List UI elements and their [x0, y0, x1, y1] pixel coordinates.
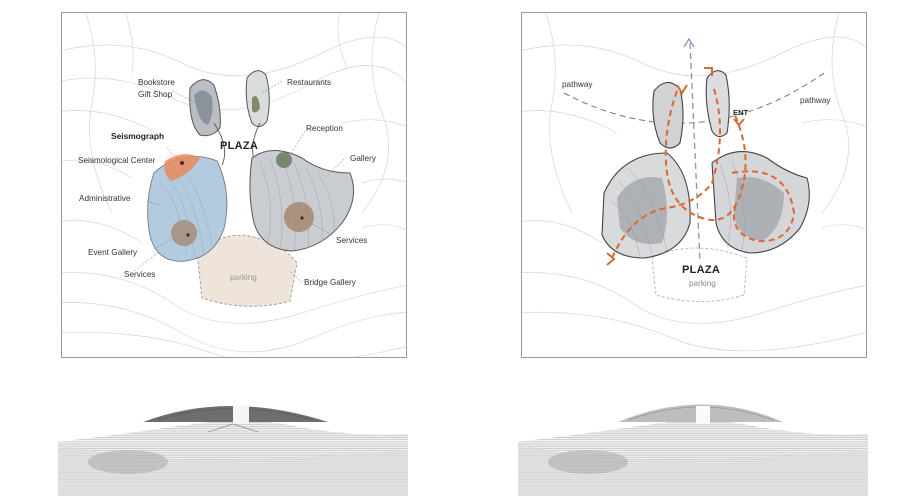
- bridge-gallery-label: Bridge Gallery: [304, 278, 357, 287]
- bookstore-building: [190, 80, 221, 136]
- seismological-center-label: Seismological Center: [78, 156, 156, 165]
- bookstore-label: Bookstore: [138, 78, 175, 87]
- services-right-label: Services: [336, 236, 367, 245]
- event-gallery-label: Event Gallery: [88, 248, 138, 257]
- administrative-label: Administrative: [79, 194, 131, 203]
- plaza-label: PLAZA: [682, 264, 720, 276]
- plaza-label: PLAZA: [220, 140, 258, 152]
- terrain-contours: [62, 13, 407, 358]
- pathway-arc: [564, 71, 827, 123]
- pathway-right-label: pathway: [800, 96, 831, 105]
- terrain-contours: [522, 13, 867, 351]
- reception-circle: [276, 152, 292, 168]
- axis-arrow-up-icon: [684, 39, 694, 47]
- ent-arrow-icon: [734, 119, 744, 125]
- ent-label: ENT: [733, 108, 749, 117]
- circulation-plan-panel: pathway pathway ENT PLAZA: [521, 12, 867, 358]
- seismograph-label: Seismograph: [111, 131, 164, 141]
- program-plan-drawing: parking: [62, 13, 407, 358]
- event-gallery-circle: [171, 220, 197, 246]
- parking-label: parking: [689, 279, 716, 288]
- services-circle: [284, 202, 314, 232]
- restaurants-label: Restaurants: [287, 78, 331, 87]
- pathway-left-label: pathway: [562, 80, 593, 89]
- west-building: [148, 154, 227, 261]
- site-section-left: [58, 382, 408, 496]
- gallery-label: Gallery: [350, 154, 377, 163]
- site-section-right: [518, 382, 868, 496]
- parking-label: parking: [230, 273, 257, 282]
- circulation-plan-drawing: pathway pathway ENT PLAZA: [522, 13, 867, 358]
- reception-label: Reception: [306, 124, 343, 133]
- buildings: [602, 71, 809, 258]
- services-left-label: Services: [124, 270, 155, 279]
- restaurants-building: [246, 71, 269, 127]
- program-plan-panel: parking: [61, 12, 407, 358]
- gift-shop-label: Gift Shop: [138, 90, 173, 99]
